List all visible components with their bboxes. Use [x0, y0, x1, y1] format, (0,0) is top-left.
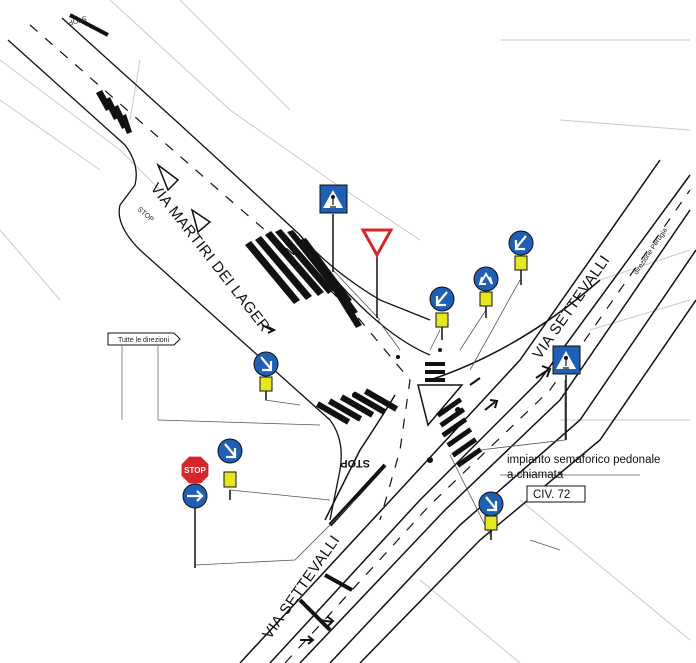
keep-left-sign-center	[429, 286, 455, 340]
stop-sign-assembly: STOP	[180, 455, 210, 568]
direction-sign-text: Tutte le direzioni	[118, 337, 170, 344]
lane-arrows	[261, 324, 552, 645]
hatched-island	[245, 229, 362, 328]
civic-number-box: CIV. 72	[526, 485, 586, 503]
stop-marking-side: STOP	[136, 206, 155, 224]
crosswalk-upper-arm	[425, 362, 445, 382]
direction-perugia-label: direzione Perugia	[633, 227, 669, 276]
pedestrian-crossing-sign-left	[319, 184, 348, 272]
stop-sign-text: STOP	[184, 466, 206, 475]
pedestrian-crossing-sign-right	[552, 345, 581, 440]
crosswalk-main-road	[436, 397, 483, 468]
traffic-island	[417, 384, 464, 427]
stop-marking-top: STOP	[67, 14, 87, 26]
pedestrian-light-note-line1: impianto semaforico pedonale	[507, 454, 660, 466]
main-road-centerline	[284, 189, 691, 663]
give-way-triangles	[156, 162, 212, 234]
crossing-markers	[352, 348, 461, 463]
road-label-main-lower: VIA SETTEVALLI	[259, 532, 343, 642]
keep-right-sign-left	[217, 438, 243, 500]
crosswalk-side-road	[315, 388, 399, 425]
give-way-sign	[360, 228, 394, 318]
leader-lines	[157, 269, 640, 566]
keep-right-sign-mid	[253, 351, 279, 400]
stop-lines	[69, 13, 387, 632]
hatched-area-upper	[96, 90, 132, 134]
direction-sign: Tutte le direzioni	[107, 332, 181, 420]
pass-either-side-sign	[473, 266, 499, 318]
keep-right-sign-bottom	[478, 491, 504, 540]
civic-number-text: CIV. 72	[533, 489, 570, 501]
keep-left-sign-top-right	[508, 230, 534, 285]
pedestrian-light-note-line2: a chiamata	[507, 469, 564, 481]
stop-road-marking: STOP	[340, 457, 370, 469]
